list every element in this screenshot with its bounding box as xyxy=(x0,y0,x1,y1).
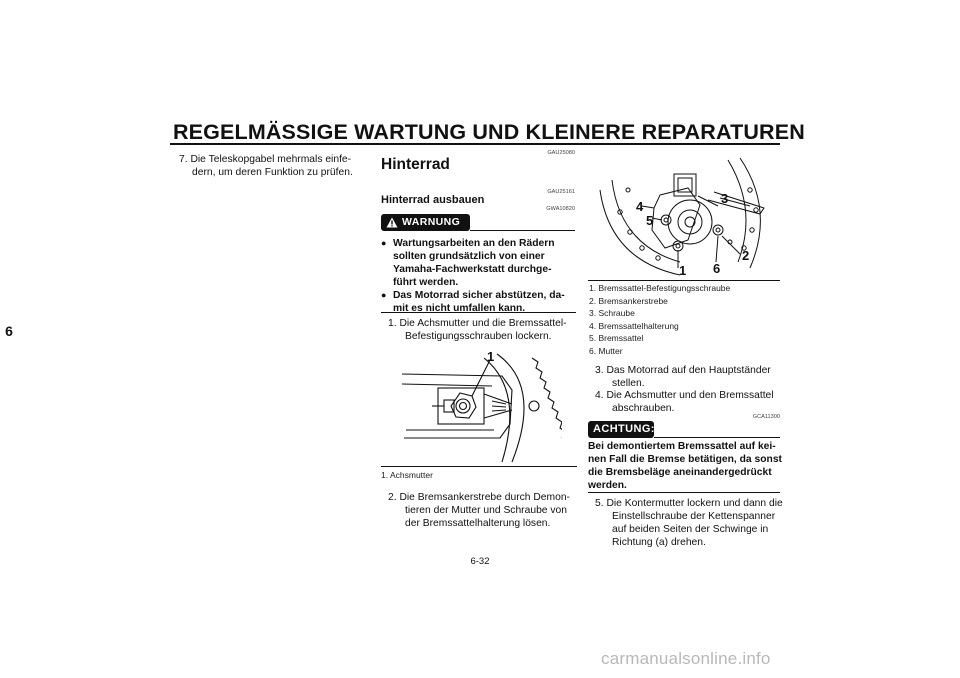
step-3: 3. Das Motorrad auf den Hauptständer ste… xyxy=(595,364,785,390)
warning-item-2-line-1: Das Motorrad sicher abstützen, da- xyxy=(393,290,565,301)
figure-1-caption: 1. Achsmutter xyxy=(381,470,433,480)
notice-line-1: Bei demontiertem Bremssattel auf kei- xyxy=(588,441,776,452)
warning-label: WARNUNG xyxy=(402,216,461,228)
step-5-line-2: Einstellschraube der Kettenspanner xyxy=(612,511,776,522)
step-3-line-2: stellen. xyxy=(612,378,645,389)
warning-list: ● Wartungsarbeiten an den Rädern sollten… xyxy=(381,237,576,315)
warning-badge: WARNUNG xyxy=(381,214,470,231)
warning-bottom-rule xyxy=(381,312,576,313)
figure-1-label: 1 xyxy=(487,349,495,364)
page-header-title: REGELMÄSSIGE WARTUNG UND KLEINERE REPARA… xyxy=(173,120,805,144)
warning-item-1-line-4: führt werden. xyxy=(393,277,459,288)
notice-line-2: nen Fall die Bremse betätigen, da sonst xyxy=(588,454,782,465)
figure-2-label-2: 2 xyxy=(742,248,750,263)
warning-top-rule xyxy=(470,230,575,231)
warning-code: GWA10820 xyxy=(546,206,575,212)
warning-item-1-line-2: sollten grundsätzlich von einer xyxy=(393,251,545,262)
step-5: 5. Die Kontermutter lockern und dann die… xyxy=(595,497,785,549)
figure-2-label-3: 3 xyxy=(721,191,729,206)
step-2-line-3: der Bremssattelhalterung lösen. xyxy=(405,518,551,529)
step-7-line-2: dern, um deren Funktion zu prüfen. xyxy=(192,167,353,178)
notice-line-4: werden. xyxy=(588,480,627,491)
step-2-line-2: tieren der Mutter und Schraube von xyxy=(405,505,567,516)
step-7: 7. Die Teleskopgabel mehrmals einfe- der… xyxy=(179,153,364,179)
step-1-line-1: 1. Die Achsmutter und die Bremssattel- xyxy=(388,318,567,329)
legend-item: 6. Mutter xyxy=(589,345,623,356)
step-4: 4. Die Achsmutter und den Bremssattel ab… xyxy=(595,389,785,415)
step-5-line-3: auf beiden Seiten der Schwinge in xyxy=(612,524,769,535)
subsection-code: GAU25161 xyxy=(547,189,575,195)
legend-item: 3. Schraube xyxy=(589,308,635,318)
section-code: GAU25080 xyxy=(547,150,575,156)
axle-nut-illustration xyxy=(401,353,562,463)
warning-item: ● Wartungsarbeiten an den Rädern sollten… xyxy=(381,237,576,289)
notice-text: Bei demontiertem Bremssattel auf kei- ne… xyxy=(588,440,783,492)
step-5-line-4: Richtung (a) drehen. xyxy=(612,537,706,548)
bullet-icon: ● xyxy=(381,238,387,248)
notice-line-3: die Bremsbeläge aneinandergedrückt xyxy=(588,467,772,478)
warning-item-1-line-1: Wartungsarbeiten an den Rädern xyxy=(393,238,555,249)
brake-caliper-illustration xyxy=(599,157,765,276)
notice-badge: ACHTUNG: xyxy=(588,421,654,438)
step-7-line-1: 7. Die Teleskopgabel mehrmals einfe- xyxy=(179,154,352,165)
step-2-line-1: 2. Die Bremsankerstrebe durch Demon- xyxy=(388,492,570,503)
legend-item: 5. Bremssattel xyxy=(589,333,644,343)
section-heading: Hinterrad xyxy=(381,156,450,173)
step-2: 2. Die Bremsankerstrebe durch Demon- tie… xyxy=(388,491,578,530)
step-4-line-2: abschrauben. xyxy=(612,403,675,414)
legend-item: 2. Bremsankerstrebe xyxy=(589,295,668,306)
bullet-icon: ● xyxy=(381,290,387,300)
caption-rule xyxy=(381,466,577,467)
step-3-line-1: 3. Das Motorrad auf den Hauptständer xyxy=(595,365,771,376)
figure-2-label-4: 4 xyxy=(636,199,644,214)
page-number: 6-32 xyxy=(470,556,490,567)
warning-item-1-line-3: Yamaha-Fachwerkstatt durchge- xyxy=(393,264,552,275)
chapter-tab: 6 xyxy=(5,323,13,339)
figure-2-label-1: 1 xyxy=(679,263,687,278)
legend-item: 1. Bremssattel-Befestigungsschraube xyxy=(589,283,731,293)
subsection-heading: Hinterrad ausbauen xyxy=(381,194,485,206)
figure-2-legend: 1. Bremssattel-Befestigungsschraube 2. B… xyxy=(589,282,779,357)
legend-rule xyxy=(588,280,780,281)
figure-2-label-5: 5 xyxy=(646,213,654,228)
figure-2-label-6: 6 xyxy=(713,261,721,276)
step-1-line-2: Befestigungsschrauben lockern. xyxy=(405,331,552,342)
step-1: 1. Die Achsmutter und die Bremssattel- B… xyxy=(388,317,578,343)
notice-code: GCA11300 xyxy=(752,414,780,420)
warning-item: ● Das Motorrad sicher abstützen, da- mit… xyxy=(381,289,576,315)
notice-bottom-rule xyxy=(588,492,780,493)
warning-triangle-icon xyxy=(386,217,398,228)
warning-item-2-line-2: mit es nicht umfallen kann. xyxy=(393,303,526,314)
step-5-line-1: 5. Die Kontermutter lockern und dann die xyxy=(595,498,783,509)
header-rule xyxy=(170,143,780,145)
step-4-line-1: 4. Die Achsmutter und den Bremssattel xyxy=(595,390,774,401)
notice-top-rule xyxy=(654,437,780,438)
legend-item: 4. Bremssattelhalterung xyxy=(589,320,679,331)
watermark: carmanualsonline.info xyxy=(601,649,771,668)
